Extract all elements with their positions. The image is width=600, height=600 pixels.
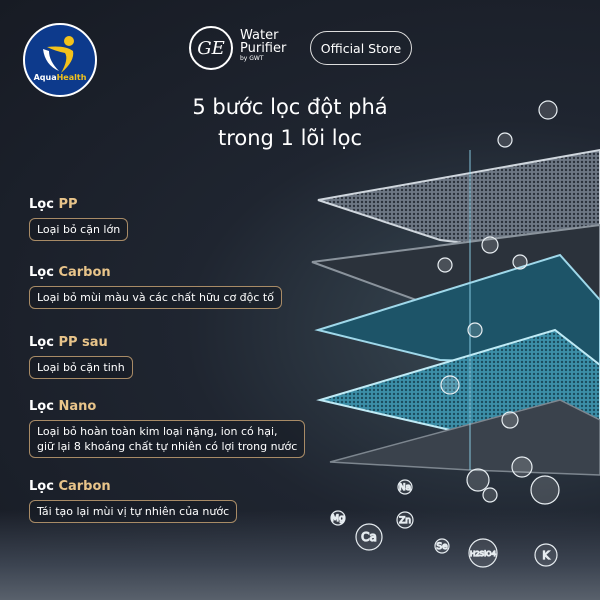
wordmark-by: by GWT [240, 55, 264, 62]
official-store-badge: Official Store [310, 31, 412, 65]
mineral-bubbles: Mg Ca Na Zn Se H2SiO4 K [330, 479, 558, 568]
step-description: Loại bỏ cặn tinh [29, 356, 133, 379]
water-purifier-wordmark: Water Purifier by GWT [240, 29, 286, 63]
step-name: PP sau [58, 335, 108, 350]
filter-layer-carbon-final [329, 399, 600, 476]
ge-logo-text: GE [197, 37, 225, 59]
aqua-health-logo: AquaHealth [23, 23, 97, 97]
headline-line-1: 5 bước lọc đột phá [192, 95, 388, 119]
step-description: Loại bỏ cặn lớn [29, 218, 129, 241]
step-description: Loại bỏ hoàn toàn kim loại nặng, ion có … [29, 420, 306, 458]
step-description-text: giữ lại 8 khoáng chất tự nhiên có lợi tr… [37, 440, 298, 453]
wordmark-line: Purifier [240, 41, 287, 56]
official-store-label: Official Store [320, 40, 402, 56]
ge-logo: GE [189, 26, 233, 70]
step-name: PP [58, 197, 78, 212]
mineral-label: H2SiO4 [470, 550, 497, 558]
step-description-text: Loại bỏ mùi màu và các chất hữu cơ độc t… [37, 291, 274, 304]
headline: 5 bước lọc đột phá trong 1 lõi lọc [160, 92, 420, 154]
logo-text: Health [56, 73, 87, 82]
step-name: Carbon [58, 479, 111, 494]
logo-text: Aqua [33, 73, 57, 82]
step-name: Carbon [58, 265, 111, 280]
step-description: Loại bỏ mùi màu và các chất hữu cơ độc t… [29, 286, 282, 309]
filter-step: Lọc PP Loại bỏ cặn lớn [29, 197, 129, 241]
mineral-label: Mg [331, 514, 344, 524]
step-description-text: Loại bỏ cặn lớn [37, 223, 121, 236]
filter-step: Lọc Carbon Tái tạo lại mùi vị tự nhiên c… [29, 479, 238, 523]
water-surface [0, 510, 600, 600]
step-description-text: Tái tạo lại mùi vị tự nhiên của nước [37, 505, 230, 518]
step-name: Nano [58, 399, 97, 414]
step-description: Tái tạo lại mùi vị tự nhiên của nước [29, 500, 238, 523]
headline-line-2: trong 1 lõi lọc [217, 126, 363, 150]
filter-layer-pp [317, 148, 600, 262]
step-prefix: Lọc [29, 197, 54, 212]
step-prefix: Lọc [29, 265, 54, 280]
mineral-label: Na [399, 483, 411, 493]
filter-step: Lọc Carbon Loại bỏ mùi màu và các chất h… [29, 265, 282, 309]
step-description-text: Loại bỏ hoàn toàn kim loại nặng, ion có … [37, 425, 278, 438]
filter-step: Lọc Nano Loại bỏ hoàn toàn kim loại nặng… [29, 399, 306, 458]
mineral-label: Ca [361, 530, 377, 544]
step-prefix: Lọc [29, 479, 54, 494]
step-prefix: Lọc [29, 335, 54, 350]
mineral-label: Se [436, 542, 448, 552]
mineral-label: K [542, 549, 550, 562]
filter-step: Lọc PP sau Loại bỏ cặn tinh [29, 335, 133, 379]
step-prefix: Lọc [29, 399, 54, 414]
wordmark-line: Water [240, 28, 279, 43]
step-description-text: Loại bỏ cặn tinh [37, 361, 125, 374]
mineral-label: Zn [399, 516, 411, 526]
filter-layer-nano [316, 328, 600, 431]
